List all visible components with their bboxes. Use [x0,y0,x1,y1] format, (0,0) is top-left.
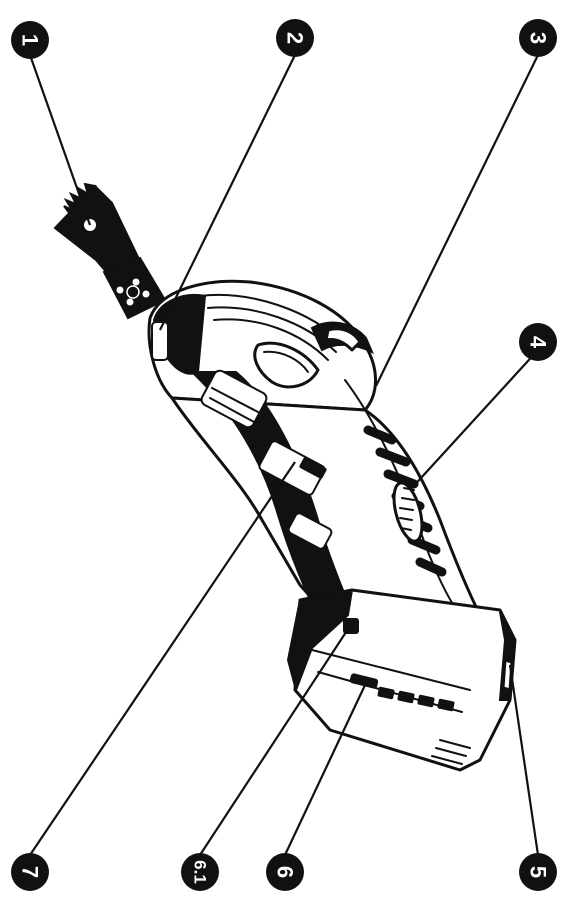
leader-line-6-1 [200,626,350,855]
callout-label-5: 5 [526,866,551,878]
tool-head [149,281,375,410]
callout-6-1: 6.1 [181,853,219,891]
saw-blade [55,184,165,318]
leader-line-7 [30,462,295,855]
callout-4: 4 [519,323,557,361]
callout-label-6: 6 [273,866,298,878]
callout-label-2: 2 [283,32,308,44]
leader-line-5 [510,665,538,855]
leader-line-1 [30,55,90,225]
callout-7: 7 [11,853,49,891]
leader-line-3 [376,55,538,386]
battery-pack [288,590,515,770]
callout-3: 3 [519,19,557,57]
callout-label-7: 7 [18,866,43,878]
callout-1: 1 [11,21,49,59]
callout-5: 5 [519,853,557,891]
callout-6: 6 [266,853,304,891]
callout-label-6-1: 6.1 [191,860,210,884]
callout-label-1: 1 [18,34,43,46]
callout-label-3: 3 [526,32,551,44]
leader-line-4 [410,350,538,490]
callout-2: 2 [276,19,314,57]
callout-label-4: 4 [526,336,551,349]
